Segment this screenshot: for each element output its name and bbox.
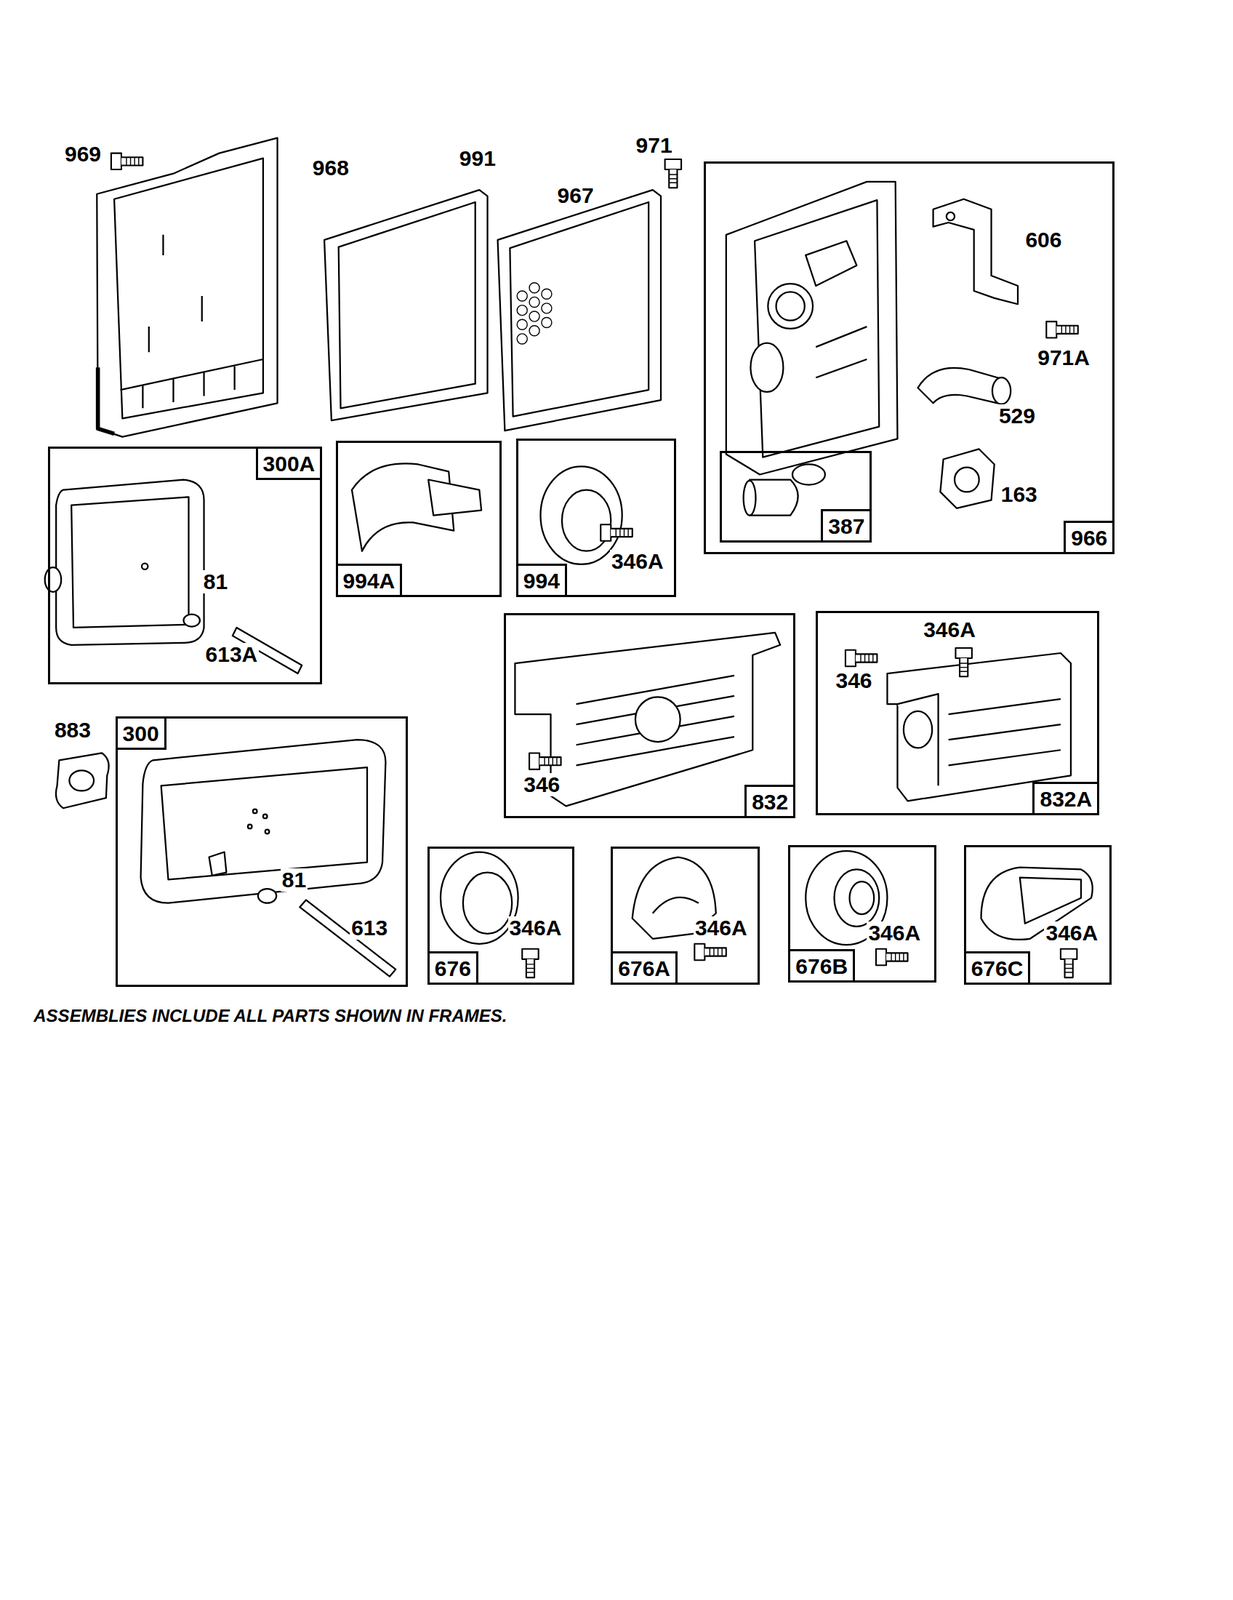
assembly-number: 676C <box>964 950 1031 985</box>
callout-number: 529 <box>997 404 1037 428</box>
callout-number: 968 <box>311 156 351 180</box>
assembly-number: 832A <box>1032 781 1100 815</box>
callout-number: 81 <box>202 569 230 594</box>
callout-number: 613 <box>349 916 389 940</box>
assembly-frame: 994A <box>335 440 503 597</box>
assembly-number: 387 <box>820 508 872 543</box>
assembly-number: 676A <box>610 950 678 985</box>
caption-note: ASSEMBLIES INCLUDE ALL PARTS SHOWN IN FR… <box>33 1006 507 1025</box>
callout-number: 163 <box>999 482 1039 506</box>
assembly-number: 300 <box>115 716 167 750</box>
callout-number: 969 <box>63 142 103 166</box>
callout-number: 81 <box>280 868 308 892</box>
assembly-number: 676 <box>427 950 479 985</box>
assembly-frame: 676B <box>788 844 936 983</box>
callout-number: 971 <box>634 133 674 158</box>
callout-number: 346A <box>693 916 749 940</box>
callout-number: 346A <box>609 549 666 573</box>
callout-number: 346 <box>521 772 562 797</box>
assembly-number: 994A <box>335 563 403 597</box>
callout-number: 971A <box>1035 346 1092 370</box>
assembly-frame: 832A <box>815 610 1100 815</box>
assembly-frame: 300 <box>115 716 409 987</box>
assembly-number: 832 <box>744 784 796 818</box>
assembly-number: 966 <box>1063 520 1115 554</box>
callout-number: 967 <box>556 183 596 208</box>
callout-number: 991 <box>458 146 498 171</box>
assembly-frame: 300A <box>47 446 323 685</box>
assembly-frame: 387 <box>719 450 872 543</box>
assembly-number: 300A <box>255 446 323 480</box>
callout-number: 346A <box>866 921 922 945</box>
callout-number: 346 <box>834 668 874 693</box>
callout-number: 346A <box>508 916 564 940</box>
callout-number: 606 <box>1023 228 1063 252</box>
assembly-number: 994 <box>516 563 568 597</box>
callout-number: 346A <box>921 617 978 642</box>
callout-number: 883 <box>53 718 93 742</box>
assembly-number: 676B <box>788 948 855 983</box>
callout-number: 346A <box>1043 921 1100 945</box>
assembly-frame: 676C <box>964 844 1112 985</box>
callout-number: 613A <box>204 642 260 666</box>
